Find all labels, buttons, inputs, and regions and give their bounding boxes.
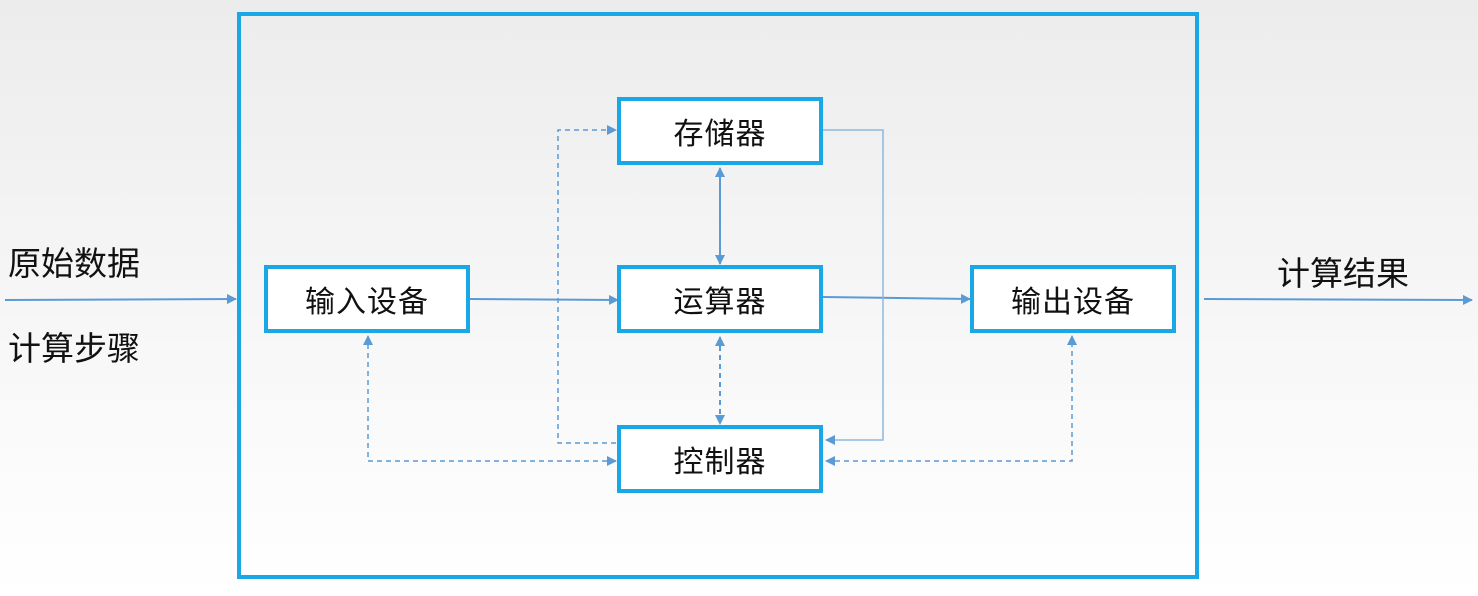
controller-box: 控制器 <box>617 425 823 493</box>
control-flow-controller-input <box>363 335 617 466</box>
output-arrow <box>1203 294 1473 305</box>
computer-system-frame <box>237 12 1199 579</box>
alu-label: 运算器 <box>673 285 767 320</box>
output-device-label: 输出设备 <box>1011 285 1135 320</box>
calculation-steps-label: 计算步骤 <box>8 329 140 368</box>
control-flow-controller-output <box>825 335 1077 466</box>
calculation-result-label: 计算结果 <box>1277 254 1409 293</box>
storage-label: 存储器 <box>673 117 767 152</box>
output-device-box: 输出设备 <box>970 265 1176 333</box>
alu-box: 运算器 <box>617 265 823 333</box>
data-flow-input-to-alu <box>469 294 619 305</box>
input-arrow <box>4 294 237 305</box>
input-device-label: 输入设备 <box>305 285 429 320</box>
controller-label: 控制器 <box>673 445 767 480</box>
raw-data-label: 原始数据 <box>8 244 140 283</box>
data-flow-alu-to-output <box>822 293 971 304</box>
storage-box: 存储器 <box>617 97 823 165</box>
input-device-box: 输入设备 <box>264 265 470 333</box>
